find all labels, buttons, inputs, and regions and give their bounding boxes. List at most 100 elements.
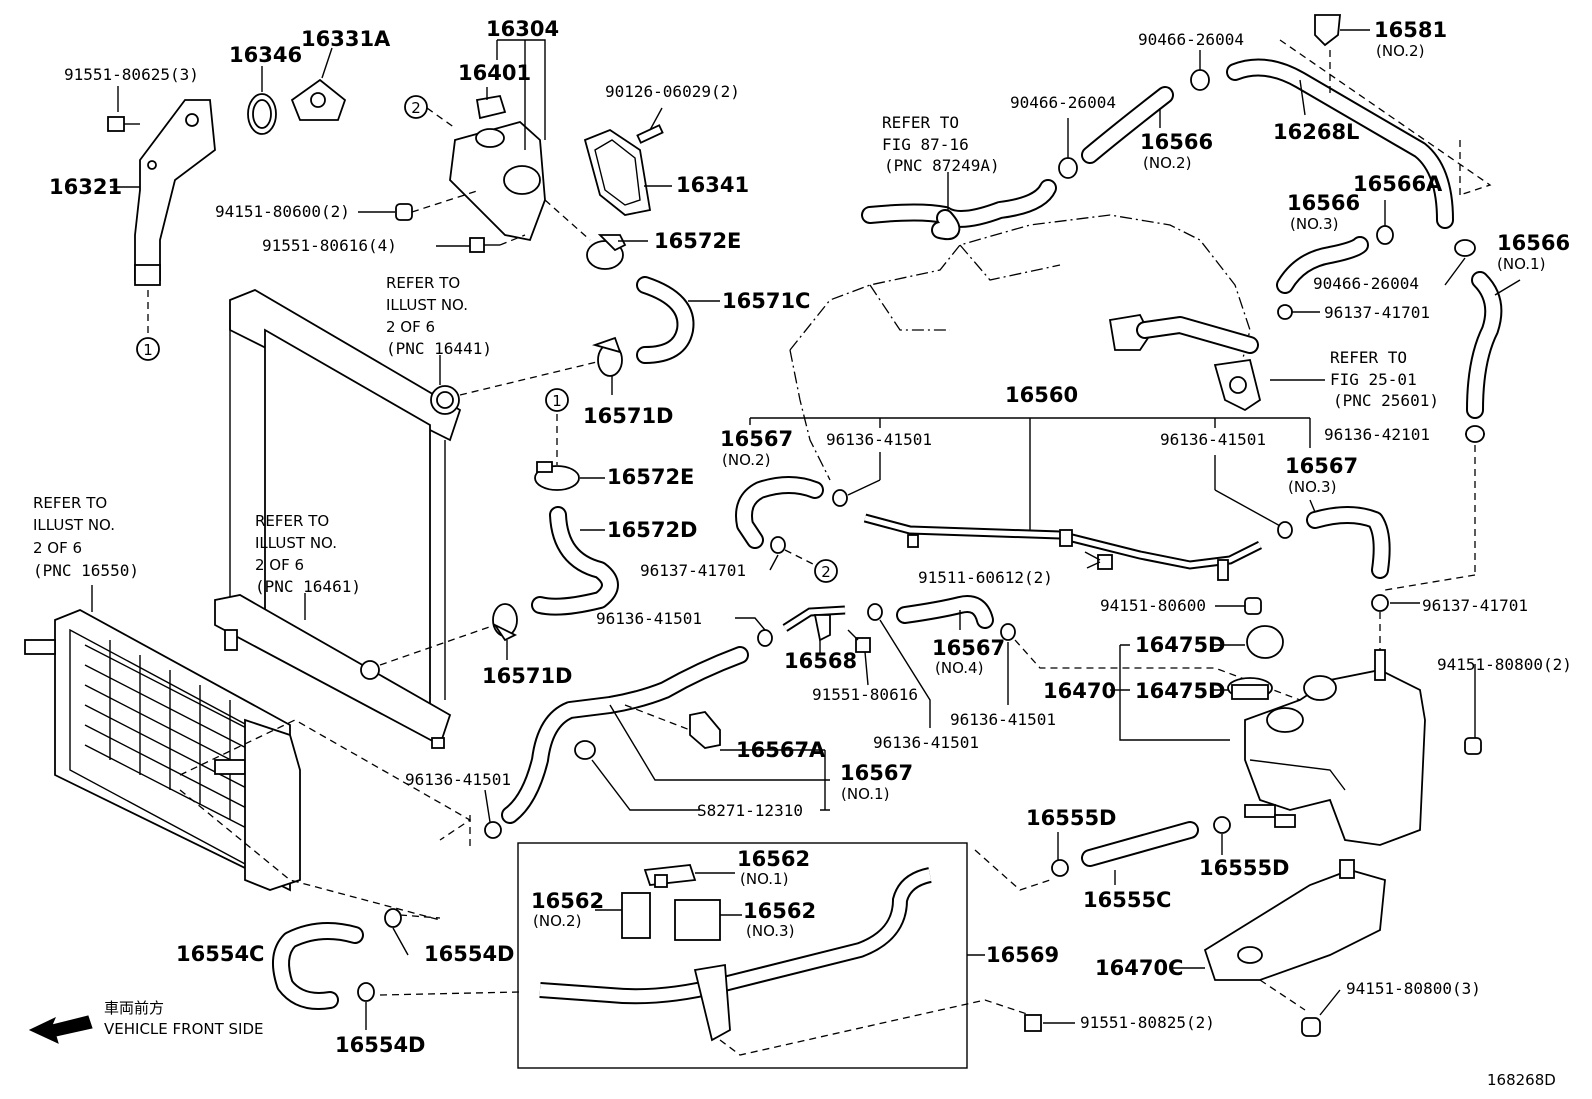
clamp-90466-26004-c xyxy=(1454,239,1476,257)
part-label[interactable]: 16555D xyxy=(1026,806,1117,830)
part-number[interactable]: 96136-41501 xyxy=(873,733,979,752)
svg-text:(PNC 87249A): (PNC 87249A) xyxy=(884,156,1000,175)
part-label[interactable]: 16401 xyxy=(458,61,531,85)
water-inlet-16321[interactable] xyxy=(134,99,216,286)
part-label[interactable]: 16346 xyxy=(229,43,302,67)
part-label[interactable]: 16554D xyxy=(335,1033,426,1057)
hose-16571C xyxy=(636,276,695,364)
part-label[interactable]: 16566 xyxy=(1140,130,1213,154)
part-label[interactable]: 16571D xyxy=(482,664,573,688)
clamp-16555D-a xyxy=(1051,859,1069,877)
part-number[interactable]: 91511-60612(2) xyxy=(918,568,1053,587)
part-label[interactable]: 16571C xyxy=(722,289,810,313)
part-number[interactable]: 90466-26004 xyxy=(1138,30,1244,49)
part-number[interactable]: 96137-41701 xyxy=(1324,303,1430,322)
part-label[interactable]: 16581 xyxy=(1374,18,1447,42)
hose-16566-no1 xyxy=(1466,271,1503,419)
part-number[interactable]: 96137-41701 xyxy=(1422,596,1528,615)
svg-text:2 OF 6: 2 OF 6 xyxy=(255,556,304,574)
part-label[interactable]: 16470 xyxy=(1043,679,1116,703)
part-number[interactable]: 91551-80825(2) xyxy=(1080,1013,1215,1032)
marker-label: 2 xyxy=(821,563,831,581)
hose-16567-no2 xyxy=(735,476,824,549)
part-label[interactable]: 16562 xyxy=(743,899,816,923)
part-number[interactable]: 96136-42101 xyxy=(1324,425,1430,444)
part-label[interactable]: 16566 xyxy=(1497,231,1570,255)
clamp-16571D-bot xyxy=(492,603,518,642)
part-label[interactable]: 16572E xyxy=(607,465,694,489)
part-label[interactable]: 16331A xyxy=(301,27,391,51)
part-number[interactable]: 94151-80600 xyxy=(1100,596,1206,615)
marker-label: 1 xyxy=(143,341,153,359)
hose-16572D xyxy=(531,506,619,616)
part-label[interactable]: 16562 xyxy=(737,847,810,871)
part-label[interactable]: 16304 xyxy=(486,17,559,41)
clamp-96136-41501-a xyxy=(832,489,848,507)
clamp-90466-26004-a xyxy=(1190,69,1210,91)
part-number[interactable]: 91551-80616(4) xyxy=(262,236,397,255)
part-label[interactable]: 16562 xyxy=(531,889,604,913)
bolt-91551-80616 xyxy=(469,237,500,253)
cap-16475D-a xyxy=(1246,625,1284,659)
part-number[interactable]: 96136-41501 xyxy=(405,770,511,789)
part-number[interactable]: 90466-26004 xyxy=(1010,93,1116,112)
part-number[interactable]: 91551-80625(3) xyxy=(64,65,199,84)
part-number[interactable]: 90466-26004 xyxy=(1313,274,1419,293)
part-number[interactable]: 96136-41501 xyxy=(826,430,932,449)
svg-text:(PNC 16441): (PNC 16441) xyxy=(386,339,492,358)
part-label[interactable]: 16568 xyxy=(784,649,857,673)
bypass-hose-87-16 xyxy=(861,179,1057,241)
part-number[interactable]: 96136-41501 xyxy=(950,710,1056,729)
svg-text:車両前方: 車両前方 xyxy=(104,999,164,1017)
part-number[interactable]: 90126-06029(2) xyxy=(605,82,740,101)
svg-text:(PNC 16461): (PNC 16461) xyxy=(255,577,361,596)
part-label[interactable]: 16566A xyxy=(1353,172,1443,196)
part-number[interactable]: 94151-80600(2) xyxy=(215,202,350,221)
part-label[interactable]: 16567 xyxy=(932,636,1005,660)
part-number[interactable]: 96137-41701 xyxy=(640,561,746,580)
part-label[interactable]: 16554D xyxy=(424,942,515,966)
part-label[interactable]: 16571D xyxy=(583,404,674,428)
svg-text:REFER TO: REFER TO xyxy=(1330,348,1407,367)
part-label[interactable]: 16555D xyxy=(1199,856,1290,880)
part-label[interactable]: 16555C xyxy=(1083,888,1171,912)
gasket-16346 xyxy=(247,93,277,135)
hose-16567-no3 xyxy=(1306,506,1391,579)
svg-text:ILLUST NO.: ILLUST NO. xyxy=(255,534,337,552)
part-number[interactable]: 96136-41501 xyxy=(596,609,702,628)
part-label[interactable]: 16567 xyxy=(840,761,913,785)
part-label[interactable]: 16572D xyxy=(607,518,698,542)
part-label[interactable]: 16560 xyxy=(1005,383,1078,407)
clamp-16572E-top xyxy=(586,234,627,270)
gasket-16341 xyxy=(583,128,652,216)
part-number[interactable]: 96136-41501 xyxy=(1160,430,1266,449)
part-label[interactable]: 16321 xyxy=(49,175,122,199)
figure-id: 168268D xyxy=(1487,1071,1556,1089)
part-label[interactable]: 16567A xyxy=(736,738,826,762)
thermostat-16331A xyxy=(290,78,347,121)
pipe-16569 xyxy=(539,867,932,1042)
part-label[interactable]: 16341 xyxy=(676,173,749,197)
part-number[interactable]: 94151-80800(3) xyxy=(1346,979,1481,998)
part-label[interactable]: 16475D xyxy=(1135,633,1226,657)
hose-16555C xyxy=(1081,821,1199,867)
part-label[interactable]: 16470C xyxy=(1095,956,1183,980)
pad-16562-no2 xyxy=(621,892,651,939)
part-label[interactable]: 16475D xyxy=(1135,679,1226,703)
part-label[interactable]: 16569 xyxy=(986,943,1059,967)
clamp-16566A xyxy=(1376,225,1394,245)
marker-label: 1 xyxy=(552,392,562,410)
clamp-90466-26004-b xyxy=(1058,157,1078,179)
part-label[interactable]: 16554C xyxy=(176,942,264,966)
part-label[interactable]: 16268L xyxy=(1273,120,1359,144)
part-label[interactable]: 16567 xyxy=(1285,454,1358,478)
part-number[interactable]: 91551-80616 xyxy=(812,685,918,704)
part-label[interactable]: 16567 xyxy=(720,427,793,451)
part-number[interactable]: S8271-12310 xyxy=(697,801,803,820)
part-number[interactable]: 94151-80800(2) xyxy=(1437,655,1572,674)
part-label[interactable]: 16566 xyxy=(1287,191,1360,215)
hose-16554C xyxy=(272,922,364,1010)
bolt-91551-80825 xyxy=(1024,1014,1042,1032)
part-label[interactable]: 16572E xyxy=(654,229,741,253)
